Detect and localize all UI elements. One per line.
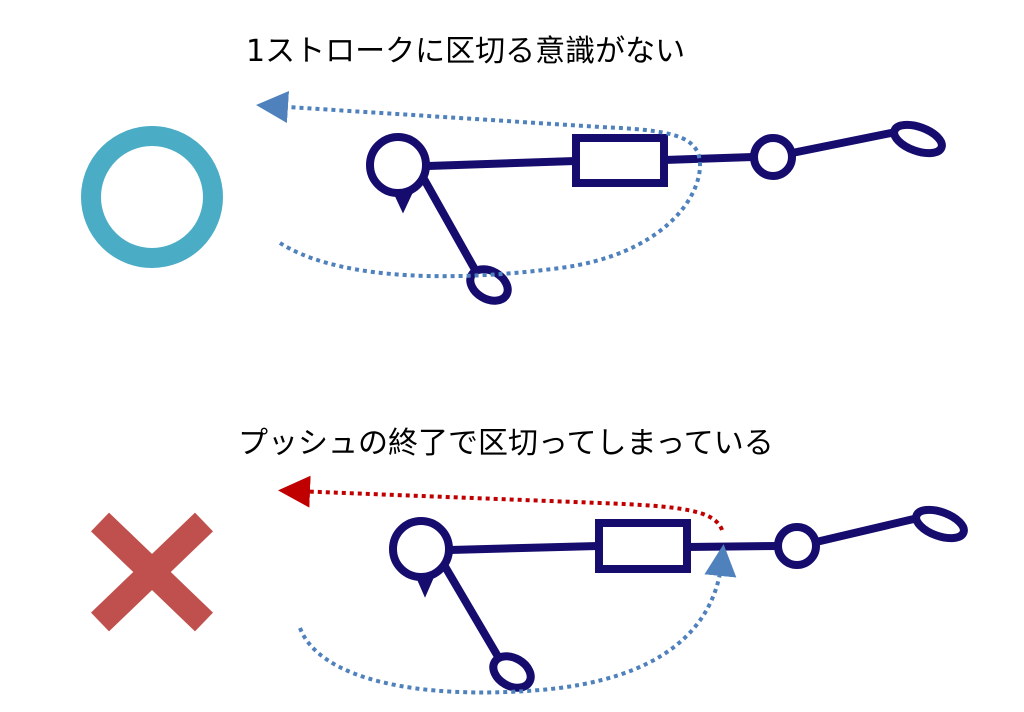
bottom-caption: プッシュの終了で区切ってしまっている — [238, 426, 774, 461]
stroke-figure-bottom — [389, 505, 968, 692]
top-caption: 1ストロークに区切る意識がない — [246, 34, 686, 69]
cross-ng-icon — [90, 512, 214, 632]
dotted-arrow-blue — [298, 544, 737, 695]
circle-ok-icon — [81, 126, 223, 268]
dotted-arrow-top — [256, 91, 703, 279]
stroke-figure-top — [366, 120, 946, 305]
